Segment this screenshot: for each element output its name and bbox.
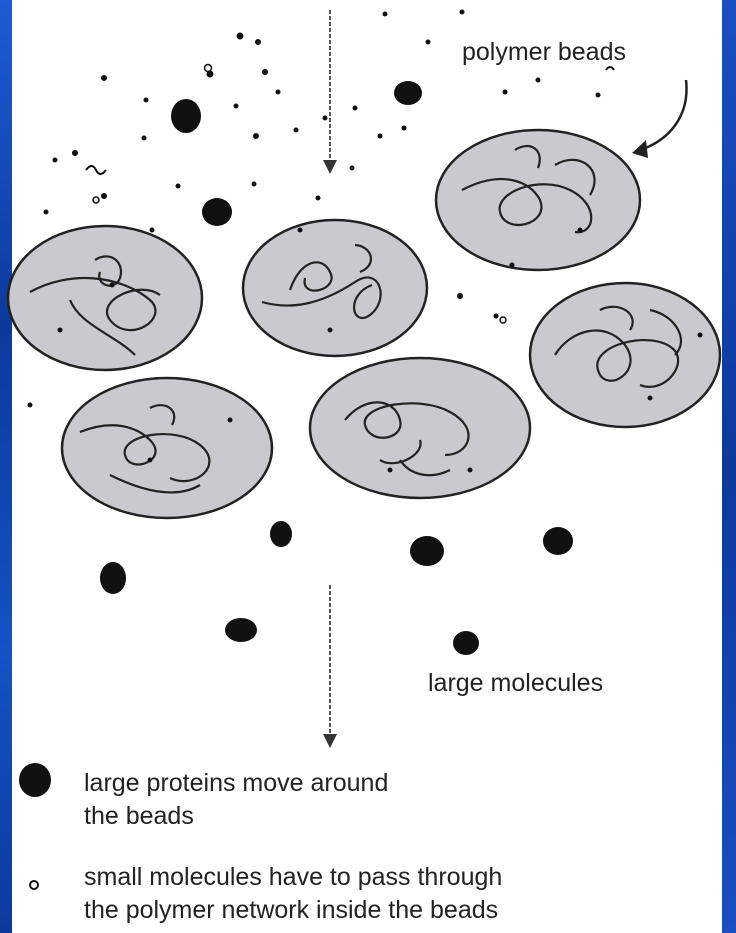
large-molecule [543, 527, 573, 555]
large-molecule [410, 536, 444, 566]
flow-arrow-bottom [323, 585, 337, 748]
small-molecule-squiggle-icon [30, 881, 38, 889]
polymer-bead [8, 226, 202, 370]
polymer-bead [436, 130, 640, 270]
beads-pointer-arrow [640, 80, 687, 150]
large-molecule [225, 618, 257, 642]
large-molecule [453, 631, 479, 655]
large-molecule [171, 99, 201, 133]
polymer-bead [62, 378, 272, 518]
large-molecule [270, 521, 292, 547]
large-molecule [394, 81, 422, 105]
polymer-bead [243, 220, 427, 356]
large-molecule [100, 562, 126, 594]
legend-large-line2: the beads [84, 802, 194, 830]
legend-small-line2: the polymer network inside the beads [84, 896, 498, 924]
polymer-beads-label: polymer beads [462, 38, 626, 66]
legend: large proteins move around the beads sma… [19, 763, 502, 924]
legend-large-line1: large proteins move around [84, 769, 388, 797]
beads-pointer-arrowhead [632, 140, 648, 158]
polymer-bead [530, 283, 720, 427]
flow-arrow-top [323, 10, 337, 174]
legend-small-line1: small molecules have to pass through [84, 863, 502, 891]
polymer-bead [310, 358, 530, 498]
large-molecule [202, 198, 232, 226]
large-protein-dot-icon [19, 763, 51, 797]
large-molecules-label: large molecules [428, 669, 603, 697]
